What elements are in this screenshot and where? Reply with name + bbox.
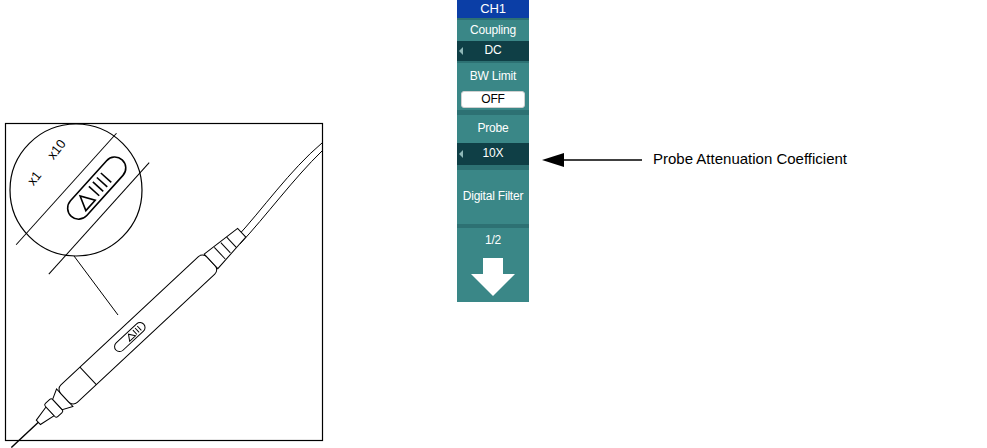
probe-cable xyxy=(240,151,322,244)
menu-label: BW Limit xyxy=(470,70,516,84)
menu-band: Digital Filter xyxy=(457,170,529,224)
menu-band: OFF xyxy=(457,91,529,110)
menu-band: Probe xyxy=(457,115,529,143)
illustration-frame xyxy=(6,124,323,441)
probe-cable xyxy=(236,143,322,238)
pointer-head xyxy=(542,153,564,167)
menu-label: CH1 xyxy=(480,2,505,17)
menu-panel xyxy=(457,0,529,302)
callout-label: Probe Attenuation Coefficient xyxy=(653,150,847,167)
menu-band: DC xyxy=(457,41,529,61)
menu-label: Coupling xyxy=(470,24,516,38)
menu-item: CouplingDC xyxy=(457,20,529,61)
menu-label: Digital Filter xyxy=(463,190,524,204)
pointer-line xyxy=(560,159,642,161)
menu-label: 1/2 xyxy=(485,234,501,248)
page-down-arrow xyxy=(457,254,529,302)
menu-band: CH1 xyxy=(457,0,529,18)
menu-item: Digital Filter xyxy=(457,170,529,224)
select-marker xyxy=(459,150,463,158)
menu-value: 10X xyxy=(483,147,504,161)
menu-header: CH1 xyxy=(457,0,529,18)
menu-value: DC xyxy=(485,44,502,58)
switch-detail xyxy=(16,133,149,274)
leader-line xyxy=(74,256,118,315)
menu-item: BW LimitOFF xyxy=(457,63,529,110)
menu-value: OFF xyxy=(461,91,525,108)
menu-band: 10X xyxy=(457,143,529,165)
menu-band: 1/2 xyxy=(457,228,529,254)
menu-item: Probe 10X xyxy=(457,115,529,165)
select-marker xyxy=(459,47,463,55)
magnifier-circle xyxy=(10,124,142,256)
menu-band: Coupling xyxy=(457,20,529,41)
probe-body xyxy=(3,224,250,448)
menu-item: 1/2 xyxy=(457,228,529,302)
menu-label: Probe xyxy=(477,122,508,136)
menu-band: BW Limit xyxy=(457,63,529,91)
